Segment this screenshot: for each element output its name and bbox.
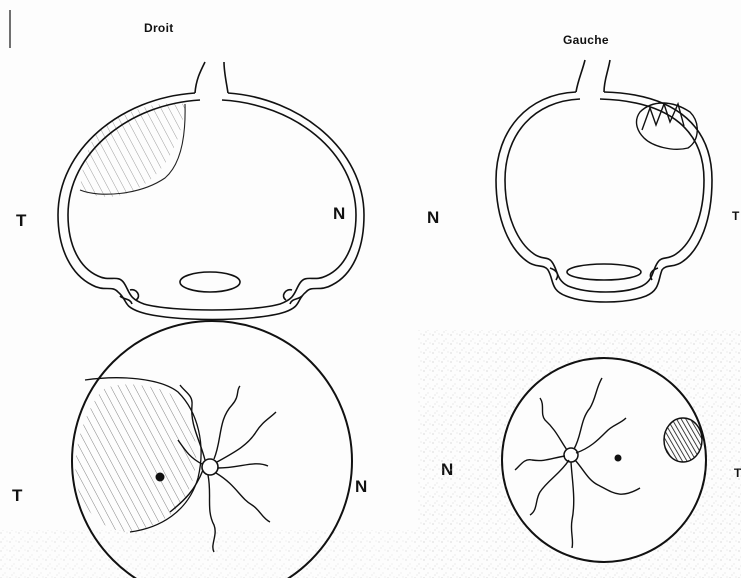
left-fundus-lesion	[664, 418, 702, 462]
left-optic-disc	[564, 448, 578, 462]
right-eye-detachment	[80, 103, 185, 197]
right-macula-dot	[156, 473, 165, 482]
left-eye-cross-section	[496, 60, 712, 302]
left-eye-fundus	[502, 358, 706, 562]
left-eye-tear	[637, 103, 698, 149]
left-macula-dot	[615, 455, 622, 462]
right-optic-disc	[202, 459, 218, 475]
scan-noise-bottom	[0, 530, 420, 578]
